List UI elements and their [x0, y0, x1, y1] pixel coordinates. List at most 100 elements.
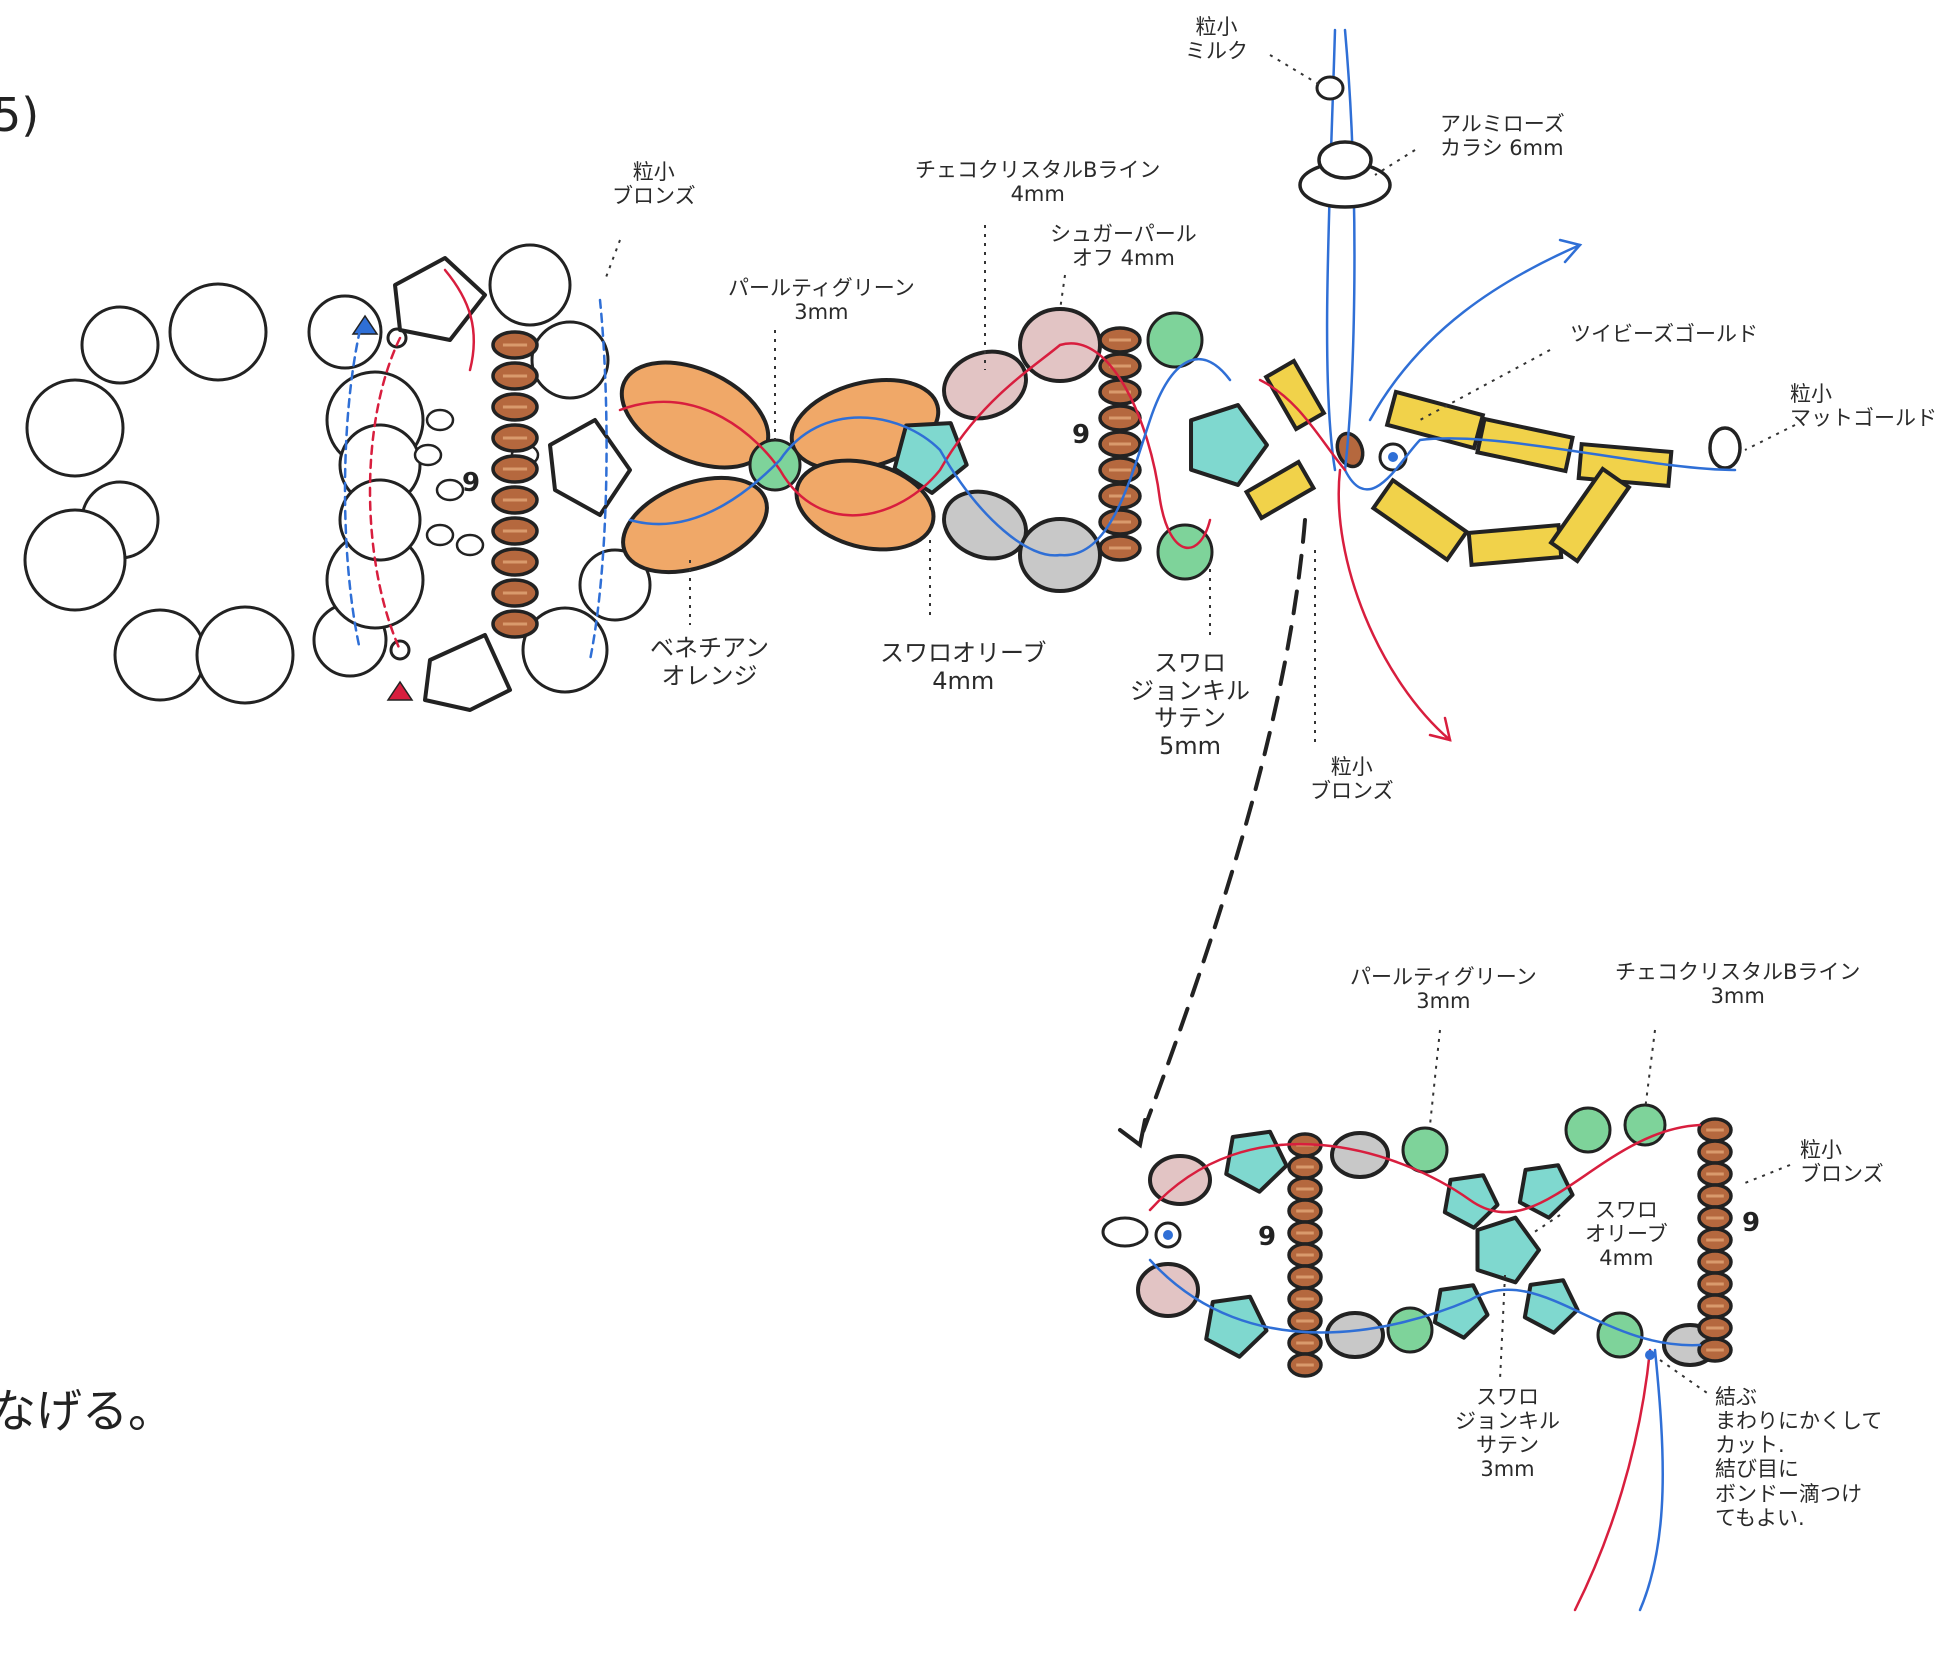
- twisted-gold-tube: [1263, 358, 1327, 432]
- round-bead: [488, 243, 572, 327]
- seed-bead-white: [435, 478, 465, 502]
- pearl-green-bead: [1401, 1126, 1449, 1174]
- count-bottom-left: 9: [1258, 1222, 1277, 1252]
- label-aluminum-rose: アルミローズ カラシ 6mm: [1440, 112, 1565, 161]
- ring-bead: [25, 378, 125, 478]
- sugar-pearl-bead: [1148, 1154, 1212, 1206]
- knot-dot: [1645, 1350, 1655, 1360]
- count-middle: 9: [1072, 420, 1091, 450]
- twisted-gold-tube: [1466, 522, 1564, 568]
- crystal-bead: [1204, 1294, 1269, 1359]
- swaro-olive-bead: [1330, 1131, 1390, 1179]
- small-seed-bead: [386, 327, 408, 349]
- bicone-left-bottom: [423, 633, 512, 712]
- count-bottom-right: 9: [1742, 1208, 1761, 1238]
- red-triangle-marker: [386, 680, 414, 701]
- leader-line: [1739, 1164, 1791, 1186]
- label-seed-bronze-bottom: 粒小 ブロンズ: [1800, 1138, 1884, 1187]
- venetian-orange-bead: [794, 458, 936, 552]
- blue-marker-dot: [1388, 452, 1398, 462]
- label-seed-matte-gold: 粒小 マットゴールド: [1790, 382, 1937, 431]
- leader-line: [1419, 349, 1551, 421]
- label-pearl-green-top: パールティグリーン 3mm: [728, 276, 915, 325]
- leader-line: [1059, 274, 1066, 311]
- seed-bead-white: [425, 408, 455, 432]
- leader-line: [604, 239, 621, 281]
- thread-red-bottom: [1148, 1123, 1702, 1214]
- label-seed-bronze-top: 粒小 ブロンズ: [612, 160, 696, 209]
- label-knot-note: 結ぶ まわりにかくして カット. 結び目に ボンドー滴つけ てもよい.: [1715, 1385, 1883, 1530]
- ring-bead: [80, 305, 160, 385]
- thread-blue-tail: [1638, 1348, 1664, 1612]
- twisted-gold-tube: [1548, 466, 1632, 564]
- leader-line: [1644, 1029, 1656, 1111]
- label-sugar-pearl: シュガーパール オフ 4mm: [1050, 222, 1197, 271]
- label-swaro-jonquil-top: スワロ ジョンキル サテン 5mm: [1130, 649, 1250, 760]
- ring-bead: [23, 508, 127, 612]
- round-bead: [521, 606, 609, 694]
- aluminum-rose-bead: [1317, 140, 1373, 180]
- seed-bead-white: [425, 523, 455, 547]
- twisted-gold-tube: [1243, 459, 1317, 521]
- round-bead: [338, 478, 422, 562]
- pearl-green-bead: [1156, 523, 1214, 581]
- round-bead: [578, 548, 652, 622]
- thread-blue-dashed: [588, 298, 608, 662]
- label-swaro-jonquil-bottom: スワロ ジョンキル サテン 3mm: [1455, 1385, 1560, 1482]
- dashed-connector: [1138, 518, 1307, 1142]
- pearl-green-bead: [1386, 1306, 1434, 1354]
- leader-line: [1529, 1214, 1561, 1236]
- label-czech-crystal-bottom: チェコクリスタルBライン 3mm: [1615, 960, 1861, 1009]
- small-seed-bead: [389, 639, 411, 661]
- thread-blue-main: [628, 358, 1232, 557]
- round-bead: [530, 320, 610, 400]
- thread-red-right: [1258, 378, 1347, 472]
- twisted-gold-tube: [1576, 441, 1674, 489]
- label-seed-bronze-mid: 粒小 ブロンズ: [1310, 755, 1394, 804]
- ring-bead: [195, 605, 295, 705]
- ring-bead: [168, 282, 268, 382]
- count-left: 9: [462, 468, 481, 498]
- pearl-green-bead: [1596, 1311, 1644, 1359]
- thread-blue-right: [1343, 437, 1737, 491]
- sugar-pearl-bead: [942, 349, 1028, 421]
- thread-red-dashed: [368, 336, 402, 652]
- twisted-gold-tube: [1384, 389, 1486, 451]
- footer-text: なげる。: [0, 1384, 174, 1438]
- crystal-bead: [1517, 1163, 1575, 1220]
- bicone-left-top: [393, 256, 487, 342]
- thread-red-tail: [1573, 1348, 1652, 1612]
- leader-line: [1744, 424, 1796, 451]
- seed-bead-white: [455, 533, 485, 557]
- seed-bead-bronze: [1335, 431, 1365, 469]
- crystal-bead: [1224, 1129, 1289, 1194]
- thread-red-main: [618, 342, 1212, 549]
- thread-blue-arrow: [1368, 243, 1582, 422]
- crystal-bead: [1475, 1215, 1541, 1285]
- arrow-head: [1428, 716, 1452, 742]
- thread-blue-bottom: [1148, 1258, 1702, 1347]
- bicone-left-mid: [548, 418, 632, 517]
- thread-red-arrow: [1337, 468, 1452, 742]
- ring-bead: [307, 294, 383, 370]
- pearl-green-bead: [1146, 311, 1204, 369]
- thread-blue-dashed: [343, 328, 362, 652]
- label-seed-milk: 粒小 ミルク: [1185, 15, 1248, 64]
- seed-bead-white: [1101, 1216, 1149, 1248]
- twisted-gold-tube: [1370, 477, 1470, 563]
- leader-line: [1429, 1029, 1441, 1126]
- blue-marker-dot: [1163, 1230, 1173, 1240]
- label-swaro-olive-bottom: スワロ オリーブ 4mm: [1585, 1198, 1668, 1271]
- seed-bead-matte-gold: [1708, 426, 1742, 470]
- crystal-bead: [1522, 1278, 1580, 1335]
- arrow-head: [1558, 238, 1583, 264]
- label-swaro-olive-top: スワロオリーブ 4mm: [880, 639, 1047, 695]
- sugar-pearl-bead: [1136, 1262, 1200, 1318]
- connector-arrow-head: [1118, 1118, 1147, 1149]
- thread-red: [443, 268, 476, 372]
- pearl-green-bead: [1564, 1106, 1612, 1154]
- label-pearl-green-bottom: パールティグリーン 3mm: [1350, 965, 1537, 1014]
- swaro-olive-bead: [1325, 1311, 1385, 1359]
